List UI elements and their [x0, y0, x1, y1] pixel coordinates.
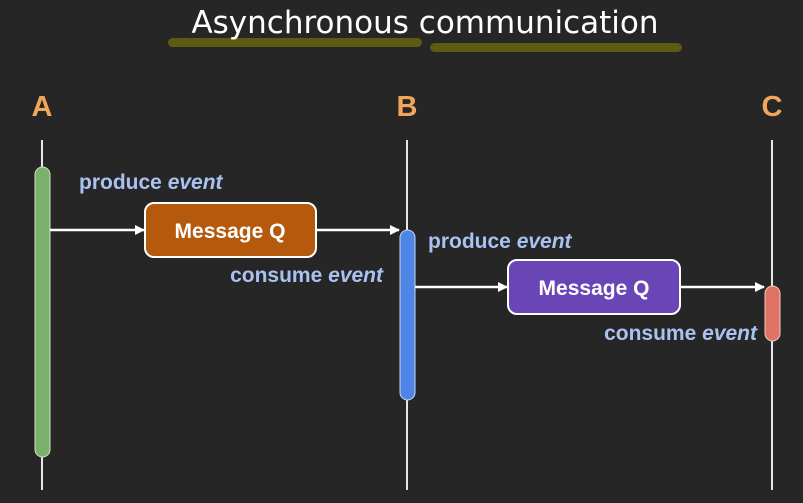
message-queue-1-box — [144, 202, 317, 258]
event-label-b-produce: produce event — [428, 230, 573, 253]
message-queue-1: Message Q — [144, 202, 317, 258]
title-underline-1 — [168, 38, 422, 47]
title-underline-2 — [430, 43, 682, 52]
event-verb: produce — [428, 230, 511, 253]
event-verb: consume — [604, 322, 696, 345]
message-queue-2: Message Q — [507, 259, 681, 315]
event-noun: event — [517, 230, 573, 253]
title-word-communication: communication — [419, 5, 659, 41]
participant-a-label: A — [32, 91, 53, 123]
event-label-a-produce: produce event — [79, 171, 224, 194]
message-queue-2-box — [507, 259, 681, 315]
event-verb: consume — [230, 264, 322, 287]
message-queue-1-label: Message Q — [175, 220, 286, 243]
event-label-c-consume: consume event — [604, 322, 758, 345]
event-verb: produce — [79, 171, 162, 194]
event-noun: event — [702, 322, 758, 345]
event-label-b-consume: consume event — [230, 264, 384, 287]
diagram-title: Asynchronous communication — [191, 5, 658, 41]
event-noun: event — [328, 264, 384, 287]
participant-c-label: C — [762, 91, 783, 123]
activation-bar-a — [34, 166, 51, 458]
activation-bar-c — [764, 285, 781, 342]
event-noun: event — [168, 171, 224, 194]
title-word-asynchronous: Asynchronous — [191, 5, 408, 41]
activation-bar-b — [399, 229, 416, 401]
participant-b-label: B — [397, 91, 418, 123]
message-queue-2-label: Message Q — [539, 277, 650, 300]
